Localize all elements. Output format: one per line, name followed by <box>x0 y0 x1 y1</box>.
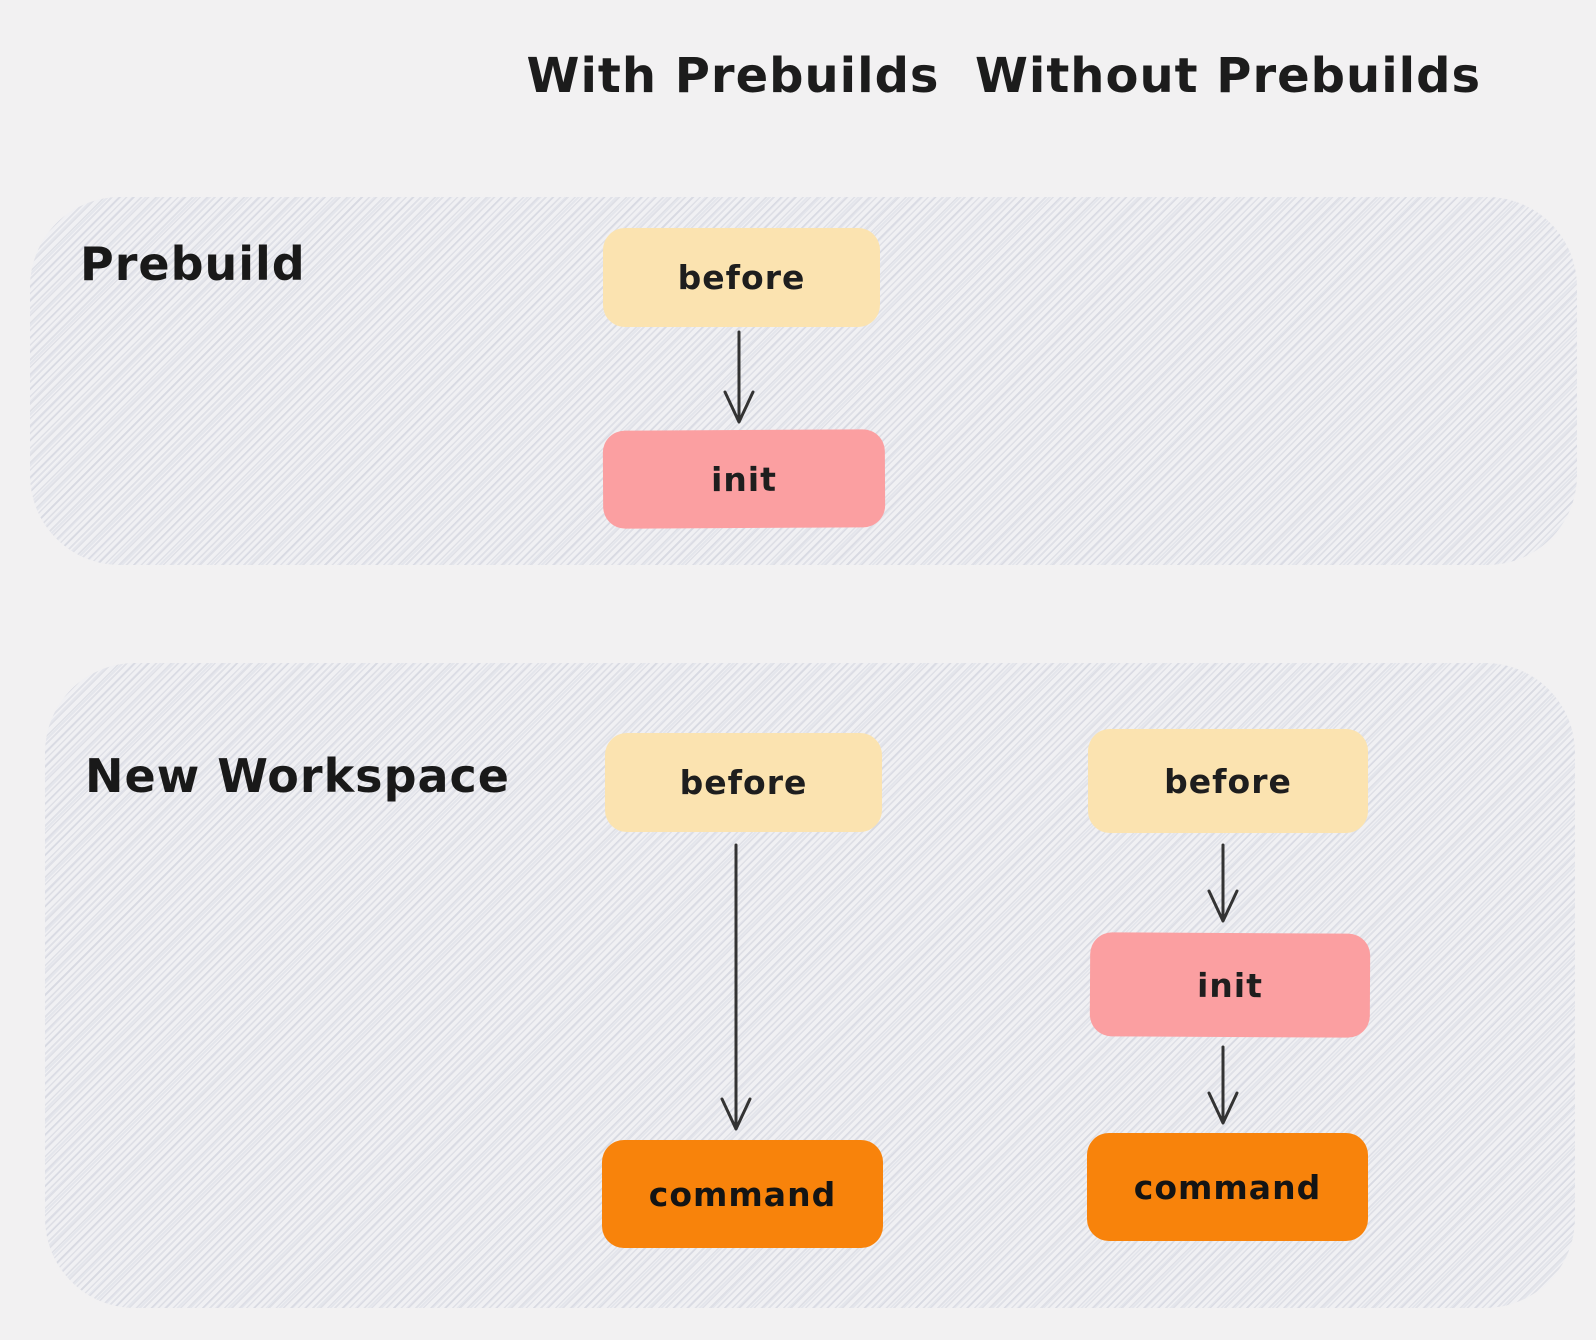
node-workspace-with-before: before <box>605 733 882 832</box>
panel-new-workspace-label: New Workspace <box>85 749 511 803</box>
arrow-workspace-without-before-to-init <box>1207 843 1239 923</box>
node-workspace-without-command-label: command <box>1133 1167 1322 1207</box>
arrow-workspace-without-init-to-command <box>1207 1045 1239 1125</box>
node-workspace-with-command-label: command <box>648 1174 837 1214</box>
node-workspace-without-before: before <box>1088 729 1368 833</box>
arrow-prebuild-before-to-init <box>723 330 755 424</box>
node-workspace-without-init-label: init <box>1196 965 1264 1005</box>
panel-prebuild-label: Prebuild <box>80 237 306 291</box>
node-workspace-without-before-label: before <box>1164 761 1292 801</box>
column-header-without-prebuilds: Without Prebuilds <box>974 48 1482 104</box>
node-prebuild-before-label: before <box>677 258 806 297</box>
node-prebuild-init-label: init <box>710 459 778 499</box>
column-header-with-prebuilds: With Prebuilds <box>526 48 940 104</box>
node-workspace-with-command: command <box>602 1140 883 1248</box>
node-workspace-without-init: init <box>1089 932 1371 1038</box>
arrow-workspace-with-before-to-command <box>720 843 752 1131</box>
node-prebuild-init: init <box>602 429 886 529</box>
node-workspace-with-before-label: before <box>679 763 808 802</box>
node-workspace-without-command: command <box>1087 1133 1368 1241</box>
node-prebuild-before: before <box>603 228 880 327</box>
